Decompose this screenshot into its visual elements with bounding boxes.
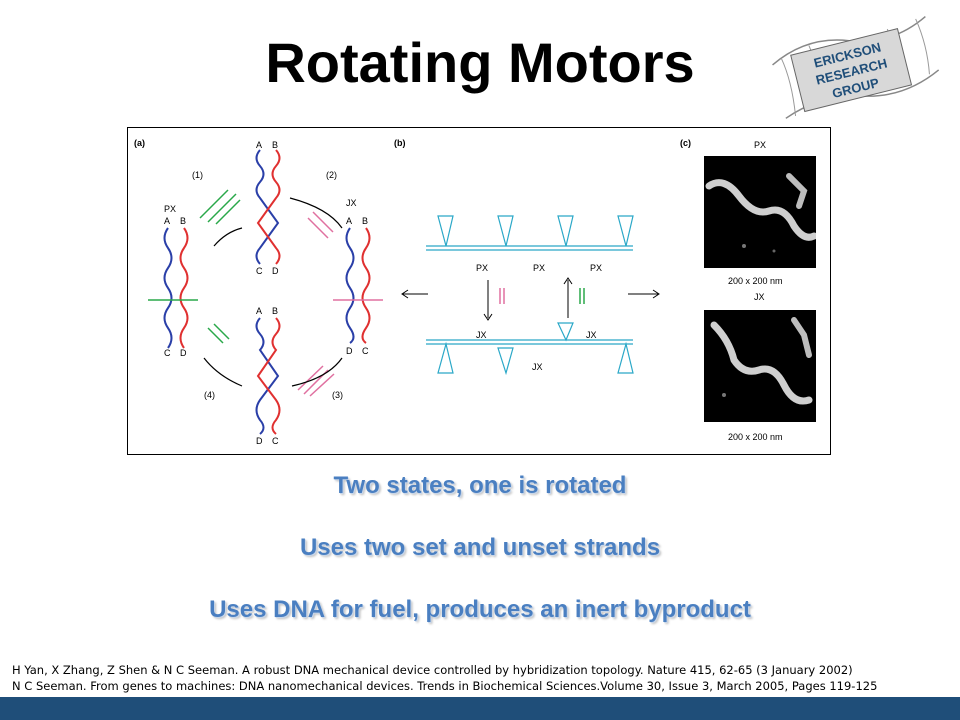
- bullet-list: Two states, one is rotated Uses two set …: [0, 470, 960, 656]
- em-image-jx2: [704, 310, 816, 422]
- em-scale-top: 200 x 200 nm: [728, 276, 783, 286]
- dna-complex-top: A B C D: [255, 140, 281, 276]
- svg-text:C: C: [256, 266, 263, 276]
- step-label-3: (3): [332, 390, 343, 400]
- svg-text:A: A: [256, 306, 262, 316]
- b-px-3: PX: [590, 263, 602, 273]
- svg-text:JX: JX: [346, 198, 357, 208]
- erickson-research-group-logo: ERICKSON RESEARCH GROUP: [772, 15, 940, 119]
- step-label-2: (2): [326, 170, 337, 180]
- step-label-4: (4): [204, 390, 215, 400]
- b-jx-3: JX: [532, 362, 543, 372]
- svg-text:B: B: [272, 306, 278, 316]
- reference-2: N C Seeman. From genes to machines: DNA …: [12, 679, 878, 693]
- svg-text:C: C: [362, 346, 369, 356]
- em-px-label: PX: [754, 140, 766, 150]
- b-jx-2: JX: [586, 330, 597, 340]
- footer-bar: [0, 697, 960, 720]
- svg-text:D: D: [272, 266, 279, 276]
- svg-text:D: D: [256, 436, 263, 446]
- em-scale-bottom: 200 x 200 nm: [728, 432, 783, 442]
- svg-text:B: B: [180, 216, 186, 226]
- b-px-2: PX: [533, 263, 545, 273]
- svg-text:A: A: [164, 216, 170, 226]
- step-label-1: (1): [192, 170, 203, 180]
- panel-b-schematic: [426, 215, 634, 376]
- svg-text:PX: PX: [164, 204, 176, 214]
- panel-a-label: (a): [134, 138, 145, 148]
- svg-text:A: A: [256, 140, 262, 150]
- dna-complex-bottom: A B D C: [255, 306, 281, 446]
- dna-complex-px: PX A B C D: [148, 204, 198, 358]
- em-image-px: [704, 156, 816, 268]
- reference-1: H Yan, X Zhang, Z Shen & N C Seeman. A r…: [12, 663, 853, 677]
- svg-text:C: C: [272, 436, 279, 446]
- references: H Yan, X Zhang, Z Shen & N C Seeman. A r…: [12, 662, 877, 694]
- bullet-2: Uses two set and unset strands: [299, 534, 661, 561]
- svg-text:B: B: [272, 140, 278, 150]
- bullet-3: Uses DNA for fuel, produces an inert byp…: [209, 596, 751, 623]
- svg-text:B: B: [362, 216, 368, 226]
- svg-text:C: C: [164, 348, 171, 358]
- slide-title: Rotating Motors: [265, 31, 695, 94]
- svg-text:A: A: [346, 216, 352, 226]
- em-jx2-label: JX: [754, 292, 765, 302]
- svg-text:D: D: [180, 348, 187, 358]
- b-jx-1: JX: [476, 330, 487, 340]
- b-px-1: PX: [476, 263, 488, 273]
- dna-device-figure: (a) (b) (c) A B C D PX A B C D JX A B: [127, 127, 831, 455]
- bullet-1: Two states, one is rotated: [333, 472, 627, 499]
- panel-c-label: (c): [680, 138, 691, 148]
- dna-complex-jx2: JX A B D C: [333, 198, 383, 356]
- figure-svg: (a) (b) (c) A B C D PX A B C D JX A B: [134, 138, 783, 446]
- panel-b-label: (b): [394, 138, 406, 148]
- svg-text:D: D: [346, 346, 353, 356]
